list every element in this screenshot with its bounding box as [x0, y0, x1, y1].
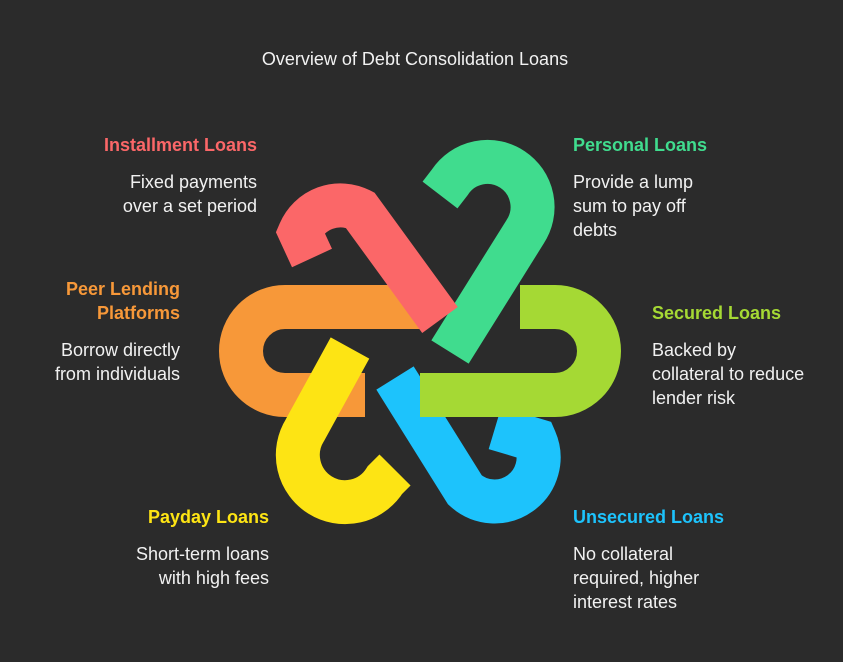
secured-loans-desc: Backed by collateral to reduce lender ri…: [652, 340, 805, 408]
personal-loans-desc: Provide a lump sum to pay off debts: [573, 172, 694, 240]
payday-segment: [275, 337, 411, 525]
peer-lending-segment: [219, 285, 420, 417]
peer-lending-label: Peer Lending Platforms: [65, 279, 180, 323]
installment-loans-label: Installment Loans: [103, 135, 257, 155]
unsecured-loans-label: Unsecured Loans: [573, 507, 725, 527]
secured-loans-item: Secured Loans Backed by collateral to re…: [652, 301, 837, 410]
personal-segment: [422, 139, 555, 364]
payday-loans-desc: Short-term loans with high fees: [135, 544, 269, 588]
secured-loans-label: Secured Loans: [652, 303, 782, 323]
unsecured-loans-desc: No collateral required, higher interest …: [573, 544, 700, 612]
personal-loans-item: Personal Loans Provide a lump sum to pay…: [573, 133, 823, 242]
payday-loans-label: Payday Loans: [147, 507, 269, 527]
secured-segment: [420, 285, 621, 417]
installment-loans-item: Installment Loans Fixed payments over a …: [7, 133, 257, 218]
installment-segment: [275, 183, 458, 333]
payday-loans-item: Payday Loans Short-term loans with high …: [19, 505, 269, 590]
personal-loans-label: Personal Loans: [573, 135, 708, 155]
unsecured-segment: [376, 366, 561, 524]
installment-loans-desc: Fixed payments over a set period: [122, 172, 257, 216]
peer-lending-item: Peer Lending Platforms Borrow directly f…: [0, 277, 180, 386]
peer-lending-desc: Borrow directly from individuals: [54, 340, 180, 384]
unsecured-loans-item: Unsecured Loans No collateral required, …: [573, 505, 833, 614]
diagram-title: Overview of Debt Consolidation Loans: [261, 49, 569, 69]
